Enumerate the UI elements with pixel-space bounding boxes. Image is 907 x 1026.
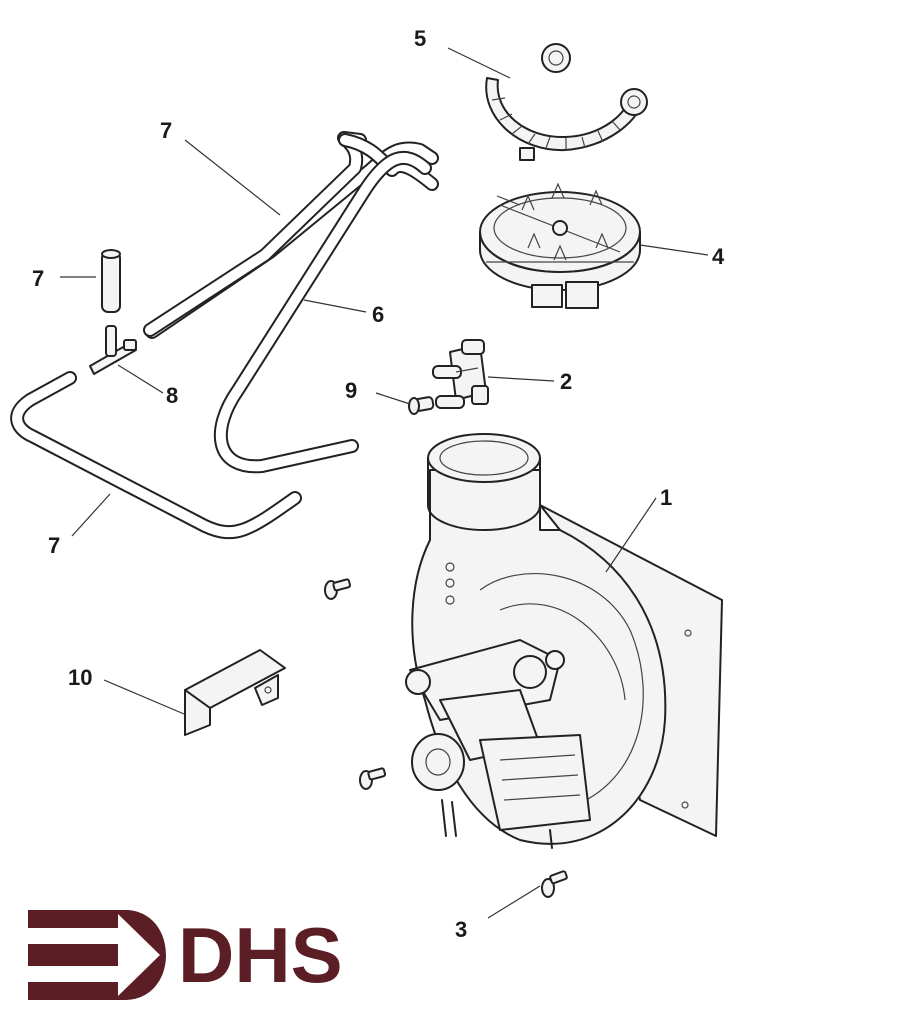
dhs-logo: DHS bbox=[28, 910, 343, 1000]
leader-4 bbox=[639, 244, 709, 256]
part-8-t-connector bbox=[89, 325, 137, 375]
part-4-venturi-unit bbox=[479, 182, 641, 309]
leader-10 bbox=[103, 679, 185, 715]
logo-arrow-shaft bbox=[28, 944, 118, 966]
leader-9 bbox=[375, 392, 411, 405]
leader-2 bbox=[487, 376, 555, 382]
callout-7-short-tube: 7 bbox=[32, 266, 44, 291]
part-7-lower-hose bbox=[10, 371, 302, 540]
part-2-manifold bbox=[432, 339, 489, 409]
part-7-upper-hose bbox=[143, 131, 439, 339]
leader-lines bbox=[60, 47, 709, 919]
part-6-u-hose bbox=[213, 150, 432, 474]
callout-6: 6 bbox=[372, 302, 384, 327]
callout-3: 3 bbox=[455, 917, 467, 942]
callout-7-upper: 7 bbox=[160, 118, 172, 143]
callout-1: 1 bbox=[660, 485, 672, 510]
leader-1 bbox=[605, 497, 657, 573]
callout-7-lower: 7 bbox=[48, 533, 60, 558]
callout-labels: 5 4 7 6 7 8 2 9 7 1 10 3 bbox=[32, 26, 725, 942]
part-10-bracket bbox=[184, 649, 286, 736]
part-9-plug bbox=[408, 396, 435, 415]
callout-8: 8 bbox=[166, 383, 178, 408]
callout-4: 4 bbox=[712, 244, 725, 269]
callout-10: 10 bbox=[68, 665, 92, 690]
leader-7a bbox=[184, 139, 281, 216]
logo-wordmark: DHS bbox=[178, 911, 343, 999]
callout-9: 9 bbox=[345, 378, 357, 403]
screw-bottom bbox=[541, 870, 568, 898]
screw-middle bbox=[359, 767, 387, 790]
part-7-short-tube bbox=[101, 249, 121, 313]
callout-2: 2 bbox=[560, 369, 572, 394]
leader-5 bbox=[447, 47, 511, 79]
screw-top bbox=[324, 578, 352, 600]
part-1-fan-assembly bbox=[405, 433, 723, 849]
leader-6 bbox=[303, 299, 367, 313]
part-5-clip-ring bbox=[485, 43, 648, 161]
logo-arrow-mark bbox=[28, 910, 166, 1000]
callout-5: 5 bbox=[414, 26, 426, 51]
leader-3 bbox=[487, 885, 541, 919]
leader-8 bbox=[117, 364, 164, 394]
leader-7c bbox=[71, 493, 111, 537]
part-3-screws bbox=[324, 578, 568, 898]
